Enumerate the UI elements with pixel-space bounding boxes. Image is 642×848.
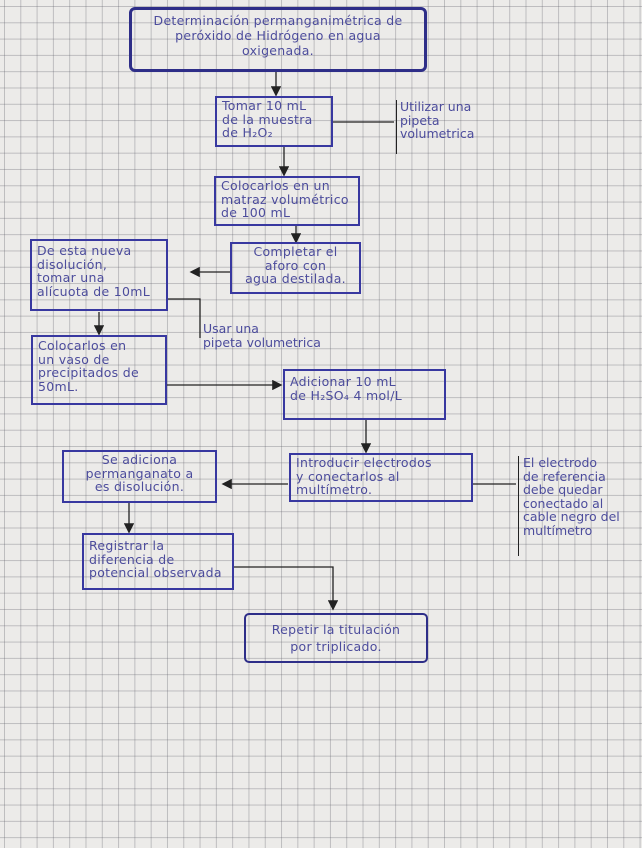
step-add-acid: Adicionar 10 mL de H₂SO₄ 4 mol/L bbox=[283, 369, 446, 420]
step-add-permanganate: Se adiciona permanganato a es disolución… bbox=[62, 450, 217, 503]
title-box: Determinación permanganimétrica de peróx… bbox=[129, 7, 427, 72]
step-place-beaker: Colocarlos en un vaso de precipitados de… bbox=[31, 335, 167, 405]
note-use-pipette-1: Utilizar una pipeta volumetrica bbox=[396, 100, 508, 154]
step-fill-gauge: Completar el aforo con agua destilada. bbox=[230, 242, 361, 294]
step-record-potential: Registrar la diferencia de potencial obs… bbox=[82, 533, 234, 590]
arrow-to-repeat bbox=[234, 566, 339, 611]
note-reference-electrode: El electrodo de referencia debe quedar c… bbox=[518, 456, 642, 556]
step-place-flask: Colocarlos en un matraz volumétrico de 1… bbox=[214, 176, 360, 226]
step-repeat: Repetir la titulación por triplicado. bbox=[244, 613, 428, 663]
step-new-solution: De esta nueva disolución, tomar una alíc… bbox=[30, 239, 168, 311]
step-take-sample: Tomar 10 mL de la muestra de H₂O₂ bbox=[215, 96, 333, 147]
line-to-pipette-note-2 bbox=[168, 298, 201, 338]
step-insert-electrodes: Introducir electrodos y conectarlos al m… bbox=[289, 453, 473, 502]
note-use-pipette-2: Usar una pipeta volumetrica bbox=[203, 321, 321, 350]
